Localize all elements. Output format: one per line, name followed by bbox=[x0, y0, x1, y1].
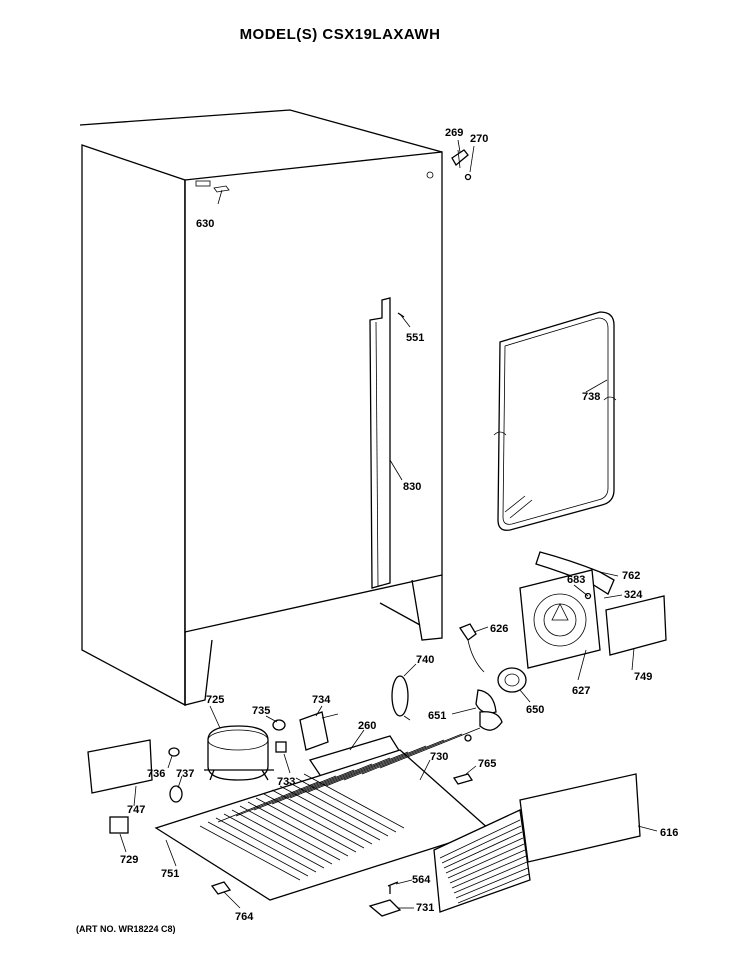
hinge-269 bbox=[451, 149, 472, 181]
label-738: 738 bbox=[582, 391, 600, 403]
fan-shroud-627 bbox=[519, 551, 667, 669]
coil-tube bbox=[295, 777, 397, 833]
grille-slat bbox=[445, 837, 524, 874]
kickplate-616 bbox=[433, 773, 641, 913]
heater-740 bbox=[391, 675, 411, 721]
relay-734 bbox=[299, 711, 339, 751]
coil-wire bbox=[361, 733, 463, 775]
label-683: 683 bbox=[567, 574, 585, 586]
grille-slat bbox=[451, 855, 527, 889]
leader-lines bbox=[119, 139, 658, 909]
label-730: 730 bbox=[430, 751, 448, 763]
label-764: 764 bbox=[235, 911, 254, 923]
fan-motor-650 bbox=[464, 667, 527, 742]
label-269: 269 bbox=[445, 127, 463, 139]
label-830: 830 bbox=[403, 481, 421, 493]
label-740: 740 bbox=[416, 654, 434, 666]
label-630: 630 bbox=[196, 218, 214, 230]
coil-tube bbox=[271, 789, 373, 845]
coil-tube bbox=[223, 813, 325, 869]
grille-slat bbox=[447, 843, 525, 879]
coil-wire bbox=[271, 763, 373, 805]
grille-slat bbox=[443, 831, 523, 869]
coil-wire bbox=[343, 739, 445, 781]
label-651: 651 bbox=[428, 710, 446, 722]
coil-tube bbox=[255, 797, 357, 853]
grille-slat bbox=[455, 867, 529, 899]
cabinet bbox=[79, 109, 443, 707]
compressor-725 bbox=[204, 725, 274, 781]
coil-wire bbox=[217, 781, 319, 823]
model-title: MODEL(S) CSX19LAXAWH bbox=[239, 26, 441, 43]
label-626: 626 bbox=[490, 623, 508, 635]
coil-tube bbox=[247, 801, 349, 857]
coil-tube bbox=[239, 805, 341, 861]
coil-wire bbox=[253, 769, 355, 811]
label-616: 616 bbox=[660, 827, 678, 839]
grommet-736 bbox=[168, 747, 180, 757]
clip-764 bbox=[210, 881, 232, 895]
label-729: 729 bbox=[120, 854, 138, 866]
label-650: 650 bbox=[526, 704, 544, 716]
label-260: 260 bbox=[358, 720, 376, 732]
clip-765 bbox=[452, 773, 474, 785]
label-324: 324 bbox=[624, 589, 643, 601]
label-270: 270 bbox=[470, 133, 488, 145]
grille-slat bbox=[449, 849, 526, 884]
coil-tube bbox=[207, 821, 309, 877]
grommet-735 bbox=[272, 719, 286, 731]
gasket-738 bbox=[493, 311, 617, 531]
defrost-thermostat-626 bbox=[459, 623, 485, 673]
label-564: 564 bbox=[412, 874, 431, 886]
label-736: 736 bbox=[147, 768, 165, 780]
label-765: 765 bbox=[478, 758, 496, 770]
label-735: 735 bbox=[252, 705, 270, 717]
label-734: 734 bbox=[312, 694, 331, 706]
label-751: 751 bbox=[161, 868, 179, 880]
coil-wire bbox=[379, 727, 481, 769]
grille-slat bbox=[457, 873, 530, 904]
part-729 bbox=[109, 816, 129, 834]
coil-wire bbox=[307, 751, 409, 793]
grille-slat bbox=[439, 819, 521, 859]
overload-733 bbox=[275, 741, 287, 753]
coil-wire bbox=[325, 745, 427, 787]
coil-wire bbox=[235, 775, 337, 817]
foot-737 bbox=[169, 785, 183, 803]
label-551: 551 bbox=[406, 332, 424, 344]
coil-wire bbox=[289, 757, 391, 799]
screw-564 bbox=[387, 881, 399, 894]
grille-slat bbox=[453, 861, 528, 894]
part-labels: 269 270 630 551 738 830 762 683 324 626 … bbox=[120, 127, 678, 923]
label-747: 747 bbox=[127, 804, 145, 816]
label-731: 731 bbox=[416, 902, 434, 914]
label-737: 737 bbox=[176, 768, 194, 780]
coil-tube bbox=[215, 817, 317, 873]
clip-731 bbox=[368, 899, 402, 917]
label-733: 733 bbox=[277, 776, 295, 788]
label-627: 627 bbox=[572, 685, 590, 697]
label-725: 725 bbox=[206, 694, 224, 706]
coil-tube bbox=[231, 809, 333, 865]
coil-tube bbox=[263, 793, 365, 849]
label-762: 762 bbox=[622, 570, 640, 582]
label-749: 749 bbox=[634, 671, 652, 683]
grille-slat bbox=[441, 825, 522, 864]
coil-tube bbox=[199, 825, 301, 881]
bracket-747 bbox=[87, 739, 153, 794]
art-number: (ART NO. WR18224 C8) bbox=[76, 924, 176, 934]
